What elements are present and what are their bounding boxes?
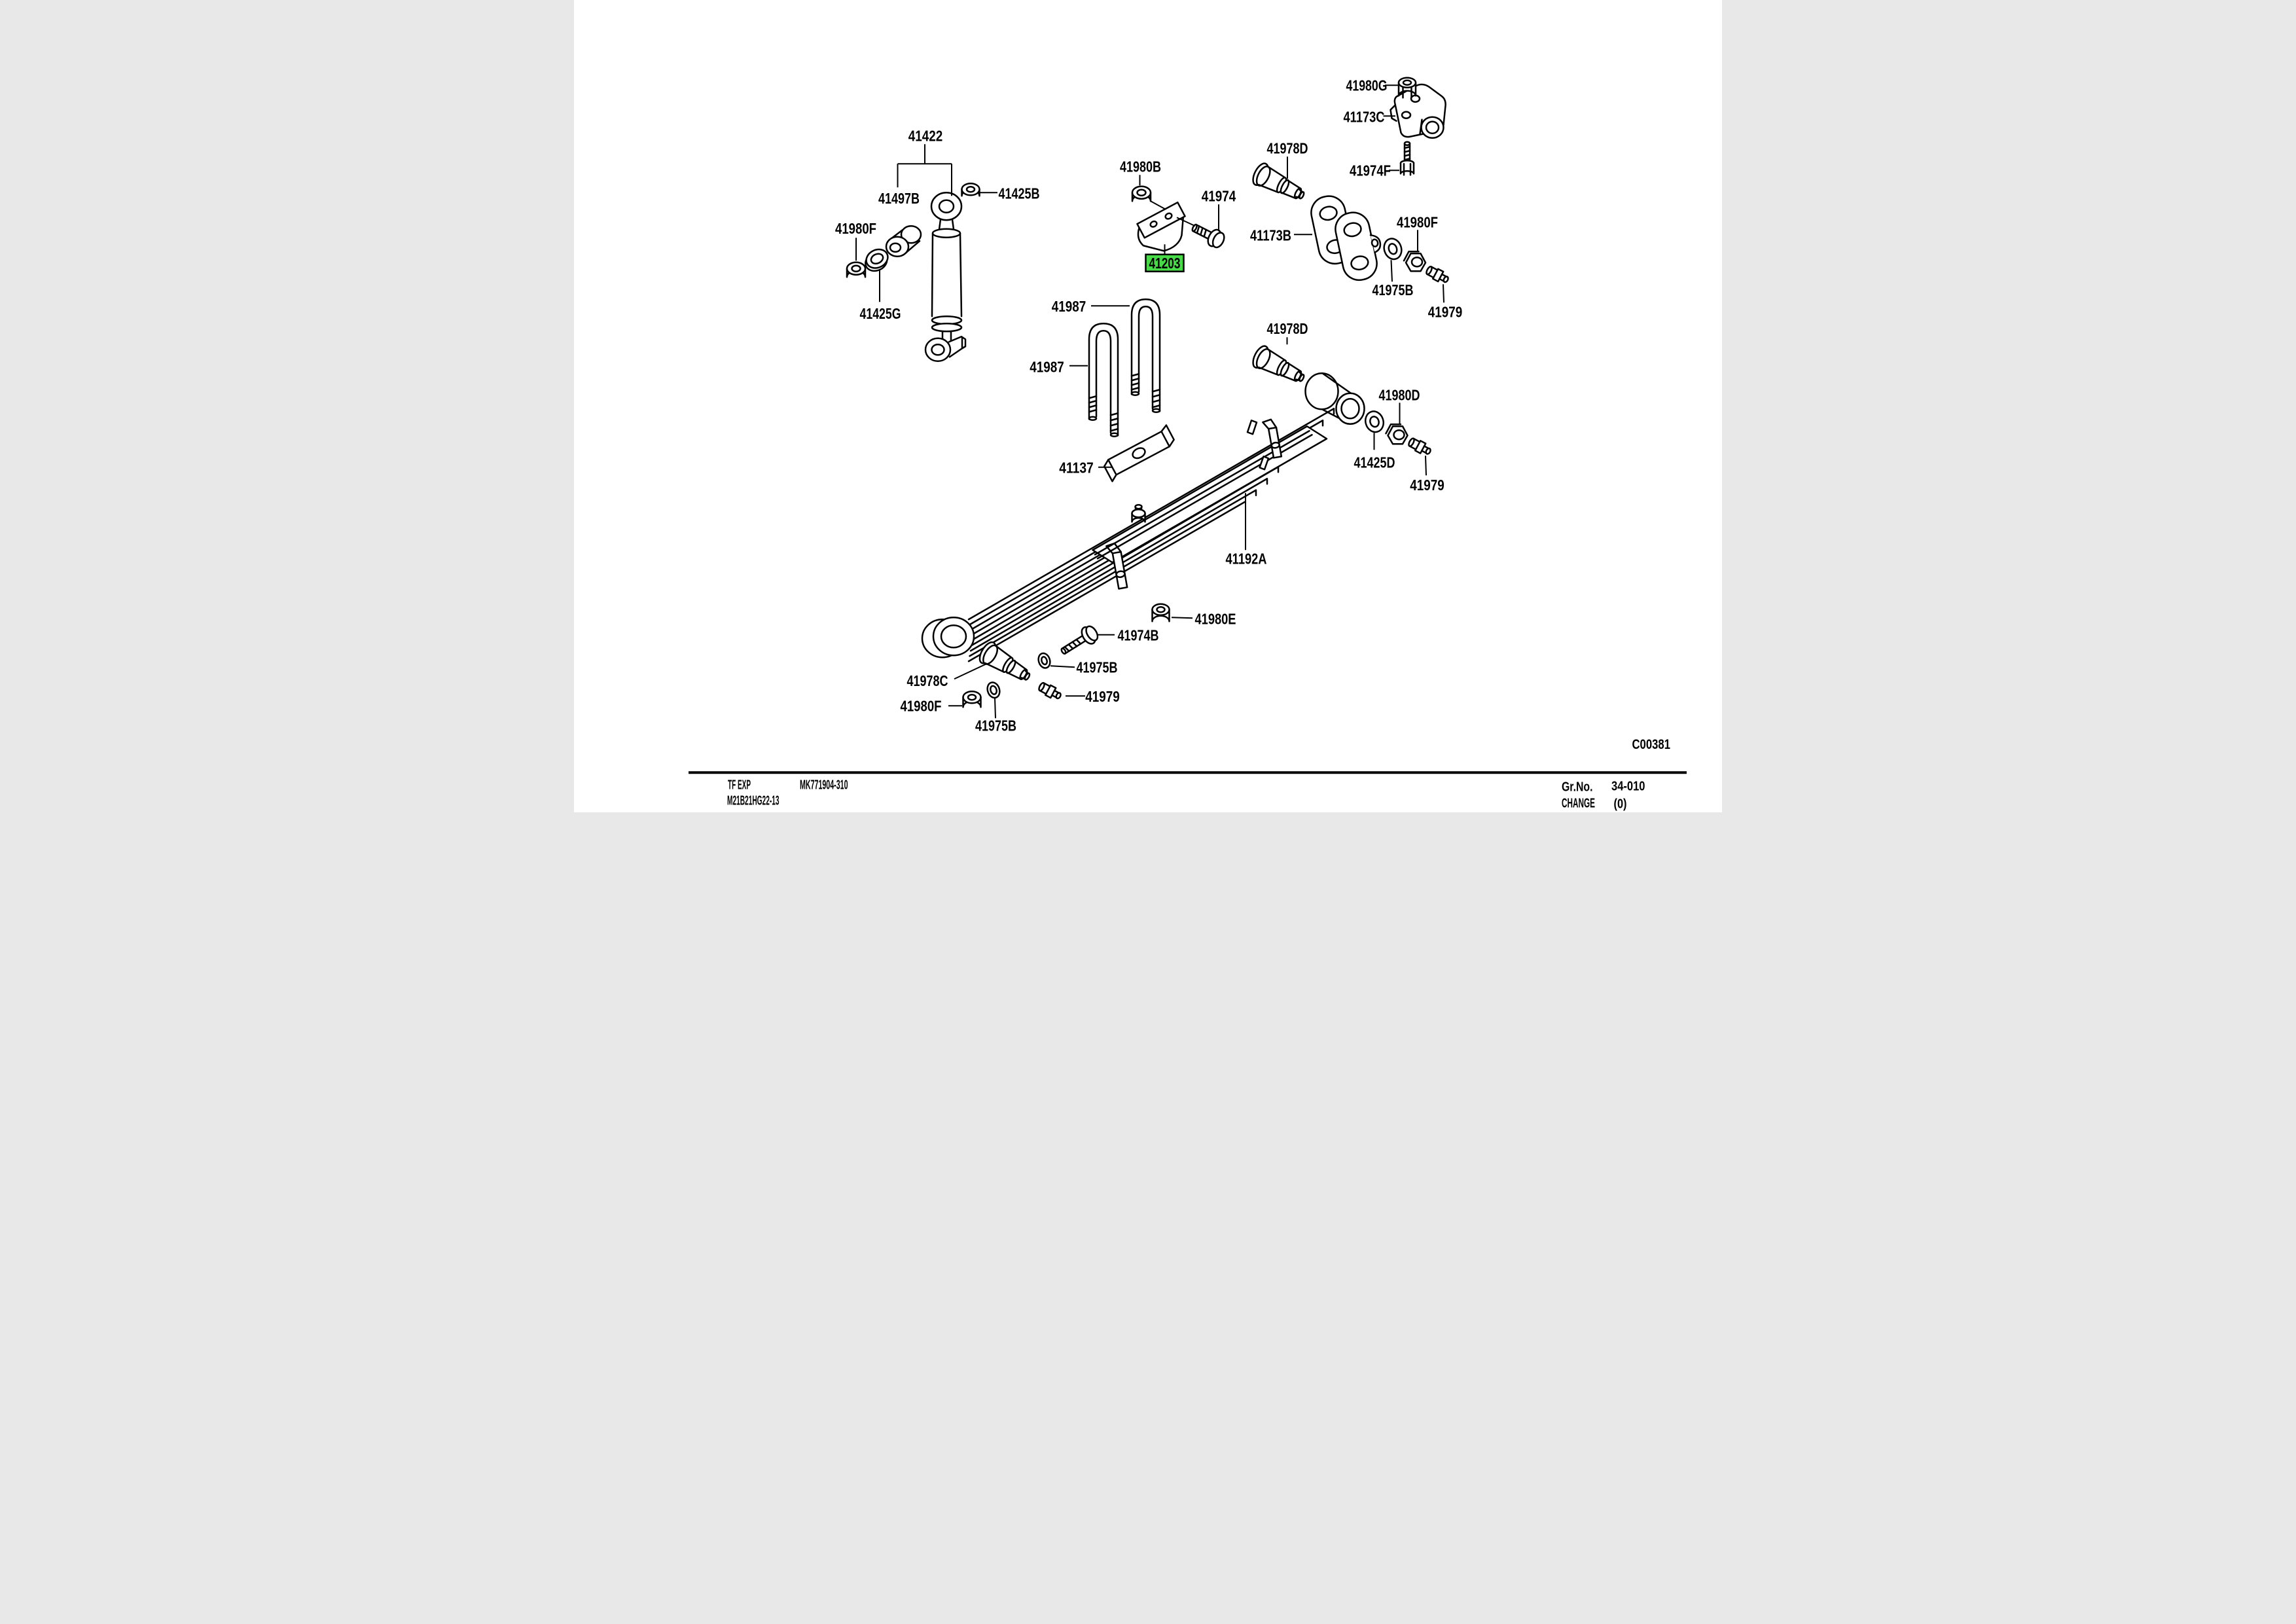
bracket-41173C-drawing — [1390, 83, 1446, 139]
aux-line-nut-bumpstop — [1150, 200, 1166, 210]
part-label-41987-top[interactable]: 41987 — [1052, 298, 1086, 315]
part-label-41425G[interactable]: 41425G — [860, 305, 901, 322]
parts-diagram-canvas: 41422 41497B 41425B 41980F 41425G 41980B… — [689, 77, 1687, 811]
leader-41978C — [954, 663, 987, 680]
parts-diagram-page: 41422 41497B 41425B 41980F 41425G 41980B… — [574, 0, 1722, 812]
nut-41980F-right-drawing — [1403, 251, 1427, 272]
nut-41980F-bottom-drawing — [962, 691, 982, 708]
washer-41975B-upper-drawing — [1037, 652, 1051, 669]
part-label-41980F-right[interactable]: 41980F — [1397, 213, 1438, 230]
diagram-line-art — [846, 77, 1449, 708]
bolt-41974B-drawing — [1060, 625, 1099, 655]
part-label-41980D[interactable]: 41980D — [1379, 386, 1420, 403]
seat-plate-41137-drawing — [1103, 424, 1175, 482]
nut-41980F-left-drawing — [846, 261, 867, 278]
nut-41980G-drawing — [1397, 77, 1417, 99]
part-label-41978D-top[interactable]: 41978D — [1267, 139, 1308, 156]
pin-41978D-middle-drawing — [1252, 345, 1305, 382]
grease-fitting-41979-middle-drawing — [1408, 437, 1431, 455]
nut-41980E-drawing — [1151, 603, 1170, 623]
pin-41978D-top-drawing — [1252, 162, 1305, 200]
part-label-41975B-right[interactable]: 41975B — [1372, 281, 1414, 298]
leader-41975B-upper — [1050, 665, 1075, 668]
part-label-41980F-left[interactable]: 41980F — [835, 220, 876, 237]
footer-change-value: (0) — [1614, 797, 1627, 811]
callout-leader-lines — [855, 84, 1444, 719]
footer-change-label: CHANGE — [1562, 796, 1595, 810]
part-label-41979-bottom[interactable]: 41979 — [1085, 688, 1120, 705]
part-label-41203-highlighted[interactable]: 41203 — [1149, 255, 1181, 272]
drawing-code: C00381 — [1632, 737, 1671, 752]
part-label-41978D-middle[interactable]: 41978D — [1267, 320, 1308, 337]
part-label-41979-middle[interactable]: 41979 — [1410, 477, 1444, 494]
footer-group-label: Gr.No. — [1562, 780, 1593, 794]
leader-41975B-lower — [994, 698, 996, 719]
leader-41975B-right — [1390, 260, 1393, 282]
grease-fitting-41979-bottom-drawing — [1038, 681, 1062, 700]
part-label-41173B[interactable]: 41173B — [1250, 226, 1291, 244]
shackle-41173B-drawing — [1310, 195, 1382, 281]
aux-line-bumpstop-bolt — [1176, 217, 1196, 227]
leader-41980E — [1171, 617, 1193, 619]
footer-group-number: 34-010 — [1611, 779, 1645, 793]
nut-41980B-drawing — [1131, 185, 1152, 202]
part-label-41987-left[interactable]: 41987 — [1030, 358, 1064, 375]
leader-41979-right — [1443, 284, 1444, 303]
bolt-41974-drawing — [1191, 223, 1225, 249]
part-label-41173C[interactable]: 41173C — [1344, 108, 1385, 125]
part-label-41497B[interactable]: 41497B — [878, 190, 920, 207]
part-label-41974[interactable]: 41974 — [1202, 187, 1236, 204]
washer-41975B-right-drawing — [1383, 238, 1403, 261]
leaf-spring-drawing — [921, 372, 1365, 662]
washer-41425D-drawing — [1364, 410, 1385, 433]
bushing-41497B-drawing — [885, 225, 922, 257]
u-bolt-right-drawing — [1130, 298, 1161, 413]
footer-spec-code: TF EXP — [728, 778, 751, 792]
part-label-41980E[interactable]: 41980E — [1195, 610, 1236, 627]
highlight-box-41203[interactable] — [1145, 253, 1185, 272]
leader-41422 — [897, 144, 952, 196]
part-label-41980B[interactable]: 41980B — [1120, 158, 1161, 175]
part-label-41974F[interactable]: 41974F — [1350, 162, 1391, 179]
part-label-41425D[interactable]: 41425D — [1354, 454, 1395, 471]
part-label-41425B[interactable]: 41425B — [999, 185, 1040, 202]
bolt-41974F-drawing — [1399, 141, 1415, 176]
part-label-41192A[interactable]: 41192A — [1226, 550, 1267, 567]
part-label-41975B-upper[interactable]: 41975B — [1077, 659, 1118, 676]
u-bolt-left-drawing — [1088, 323, 1119, 437]
nut-41980D-drawing — [1385, 424, 1408, 445]
part-label-41422[interactable]: 41422 — [908, 127, 943, 144]
nut-41425B-drawing — [961, 183, 980, 197]
footer-catalog-number: MK771904-310 — [800, 778, 848, 792]
washer-41425G-drawing — [865, 248, 889, 272]
part-label-41975B-lower[interactable]: 41975B — [975, 717, 1016, 734]
footer-model-code: M21B21HG22-13 — [727, 793, 780, 808]
shock-absorber-drawing — [924, 192, 967, 362]
part-label-41978C[interactable]: 41978C — [907, 672, 948, 689]
part-label-41974B[interactable]: 41974B — [1118, 626, 1159, 643]
pin-41978C-drawing — [978, 641, 1031, 681]
part-label-41979-right[interactable]: 41979 — [1428, 303, 1463, 320]
part-label-41137[interactable]: 41137 — [1059, 459, 1094, 476]
part-label-41980F-bottom[interactable]: 41980F — [901, 697, 942, 714]
bump-stop-41203-drawing — [1136, 201, 1186, 252]
part-label-41980G[interactable]: 41980G — [1346, 77, 1388, 94]
washer-41975B-lower-drawing — [986, 681, 1001, 699]
grease-fitting-41979-right-drawing — [1426, 265, 1449, 283]
